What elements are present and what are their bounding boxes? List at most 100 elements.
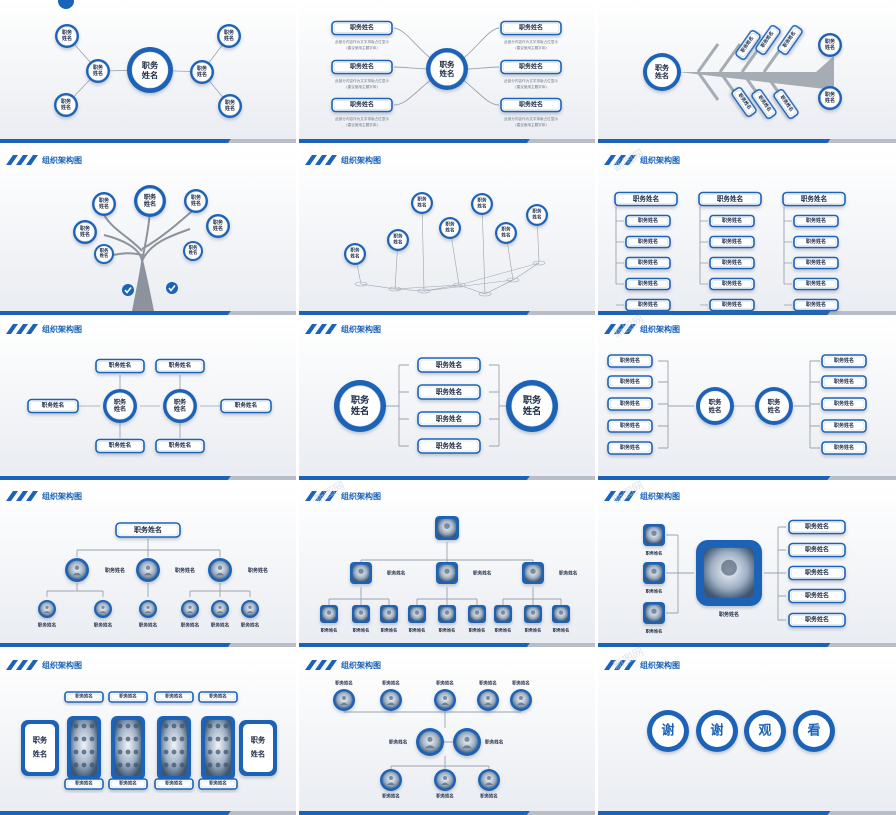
role-node[interactable]: 职务姓名 (55, 24, 79, 48)
title-box[interactable]: 职务姓名 (793, 214, 839, 228)
title-box[interactable]: 职务姓名 (821, 354, 867, 368)
role-node[interactable]: 职务姓名 (643, 53, 681, 91)
thanks-node[interactable]: 谢 (696, 710, 738, 752)
title-box[interactable]: 职务姓名 (607, 419, 653, 433)
title-box[interactable]: 职务姓名 (821, 397, 867, 411)
title-box[interactable]: 职务姓名 (607, 375, 653, 389)
photo-node[interactable] (139, 600, 157, 618)
role-node[interactable]: 职务姓名 (755, 387, 793, 425)
photo-tile[interactable] (435, 516, 459, 540)
title-box[interactable]: 职务姓名 (709, 298, 755, 312)
title-box[interactable]: 职务姓名 (821, 441, 867, 455)
title-box[interactable]: 职务姓名 (698, 191, 762, 207)
title-box[interactable]: 职务姓名 (709, 235, 755, 249)
title-box[interactable]: 职务姓名 (155, 358, 205, 374)
role-node[interactable]: 职务姓名 (495, 222, 517, 244)
photo-node[interactable] (380, 689, 402, 711)
title-box[interactable]: 职务姓名 (95, 358, 145, 374)
photo-tile[interactable] (380, 605, 398, 623)
title-box[interactable]: 职务姓名 (821, 419, 867, 433)
title-box[interactable]: 职务姓名 (27, 398, 79, 414)
title-box[interactable]: 职务姓名 (64, 691, 104, 703)
role-node[interactable]: 职务姓名 (334, 380, 386, 432)
photo-node[interactable] (38, 600, 56, 618)
title-box[interactable]: 职务姓名 (198, 778, 238, 790)
title-box[interactable]: 职务姓名 (220, 398, 272, 414)
photo-node[interactable] (510, 689, 532, 711)
photo-tile[interactable] (320, 605, 338, 623)
title-box[interactable]: 职务姓名 (417, 438, 481, 454)
role-node[interactable]: 职务姓名 (163, 389, 197, 423)
photo-node[interactable] (136, 558, 160, 582)
title-box[interactable]: 职务姓名 (625, 214, 671, 228)
title-box[interactable]: 职务姓名 (331, 59, 393, 75)
role-node[interactable]: 职务姓名 (818, 86, 842, 110)
photo-node[interactable] (181, 600, 199, 618)
role-node[interactable]: 职务姓名 (103, 389, 137, 423)
role-node[interactable]: 职务姓名 (86, 59, 110, 83)
photo-node[interactable] (434, 769, 456, 791)
photo-node[interactable] (211, 600, 229, 618)
title-box[interactable]: 职务姓名 (793, 235, 839, 249)
role-node[interactable]: 职务姓名 (54, 93, 78, 117)
role-node[interactable]: 职务姓名 (190, 60, 214, 84)
photo-tile[interactable] (522, 562, 544, 584)
photo-node[interactable] (478, 769, 500, 791)
photo-tile[interactable] (552, 605, 570, 623)
photo-node[interactable] (453, 728, 481, 756)
title-box[interactable]: 职务姓名 (821, 375, 867, 389)
photo-tile[interactable] (350, 562, 372, 584)
title-box[interactable]: 职务姓名 (500, 97, 562, 113)
title-box[interactable]: 职务姓名 (777, 24, 803, 56)
photo-column[interactable] (201, 716, 235, 780)
title-box[interactable]: 职务姓名 (607, 397, 653, 411)
photo-node[interactable] (416, 728, 444, 756)
title-box[interactable]: 职务姓名 (788, 565, 846, 581)
role-node[interactable]: 职务姓名 (184, 189, 208, 213)
role-node[interactable]: 职务姓名 (92, 192, 116, 216)
title-box[interactable]: 职务姓名 (625, 298, 671, 312)
title-box[interactable]: 职务姓名 (500, 59, 562, 75)
title-box[interactable]: 职务姓名 (108, 778, 148, 790)
title-box[interactable]: 职务姓名 (607, 354, 653, 368)
title-box[interactable]: 职务姓名 (709, 277, 755, 291)
role-card[interactable]: 职务姓名 (239, 720, 277, 776)
title-box[interactable]: 职务姓名 (782, 191, 846, 207)
photo-tile[interactable] (643, 524, 665, 546)
role-node[interactable]: 职务姓名 (217, 24, 241, 48)
photo-tile[interactable] (468, 605, 486, 623)
title-box[interactable]: 职务姓名 (417, 357, 481, 373)
title-box[interactable]: 职务姓名 (709, 214, 755, 228)
photo-node[interactable] (380, 769, 402, 791)
title-box[interactable]: 职务姓名 (751, 88, 777, 120)
photo-node[interactable] (208, 558, 232, 582)
photo-column[interactable] (111, 716, 145, 780)
role-node[interactable]: 职务姓名 (73, 220, 97, 244)
role-node[interactable]: 职务姓名 (206, 214, 230, 238)
photo-node[interactable] (241, 600, 259, 618)
title-box[interactable]: 职务姓名 (607, 441, 653, 455)
photo-column[interactable] (67, 716, 101, 780)
thanks-node[interactable]: 谢 (647, 710, 689, 752)
title-box[interactable]: 职务姓名 (95, 438, 145, 454)
photo-tile[interactable] (438, 605, 456, 623)
title-box[interactable]: 职务姓名 (198, 691, 238, 703)
photo-node[interactable] (94, 600, 112, 618)
photo-node[interactable] (333, 689, 355, 711)
role-node[interactable]: 职务姓名 (183, 241, 203, 261)
role-node[interactable]: 职务姓名 (696, 387, 734, 425)
photo-node[interactable] (434, 689, 456, 711)
role-node[interactable]: 职务姓名 (94, 244, 114, 264)
title-box[interactable]: 职务姓名 (625, 256, 671, 270)
role-card[interactable]: 职务姓名 (21, 720, 59, 776)
title-box[interactable]: 职务姓名 (500, 20, 562, 36)
thanks-node[interactable]: 看 (793, 710, 835, 752)
role-node[interactable]: 职务姓名 (134, 185, 166, 217)
title-box[interactable]: 职务姓名 (788, 588, 846, 604)
photo-node[interactable] (477, 689, 499, 711)
role-node[interactable]: 职务姓名 (426, 48, 468, 90)
title-box[interactable]: 职务姓名 (793, 298, 839, 312)
role-node[interactable]: 职务姓名 (127, 47, 173, 93)
title-box[interactable]: 职务姓名 (773, 88, 799, 120)
title-box[interactable]: 职务姓名 (331, 97, 393, 113)
